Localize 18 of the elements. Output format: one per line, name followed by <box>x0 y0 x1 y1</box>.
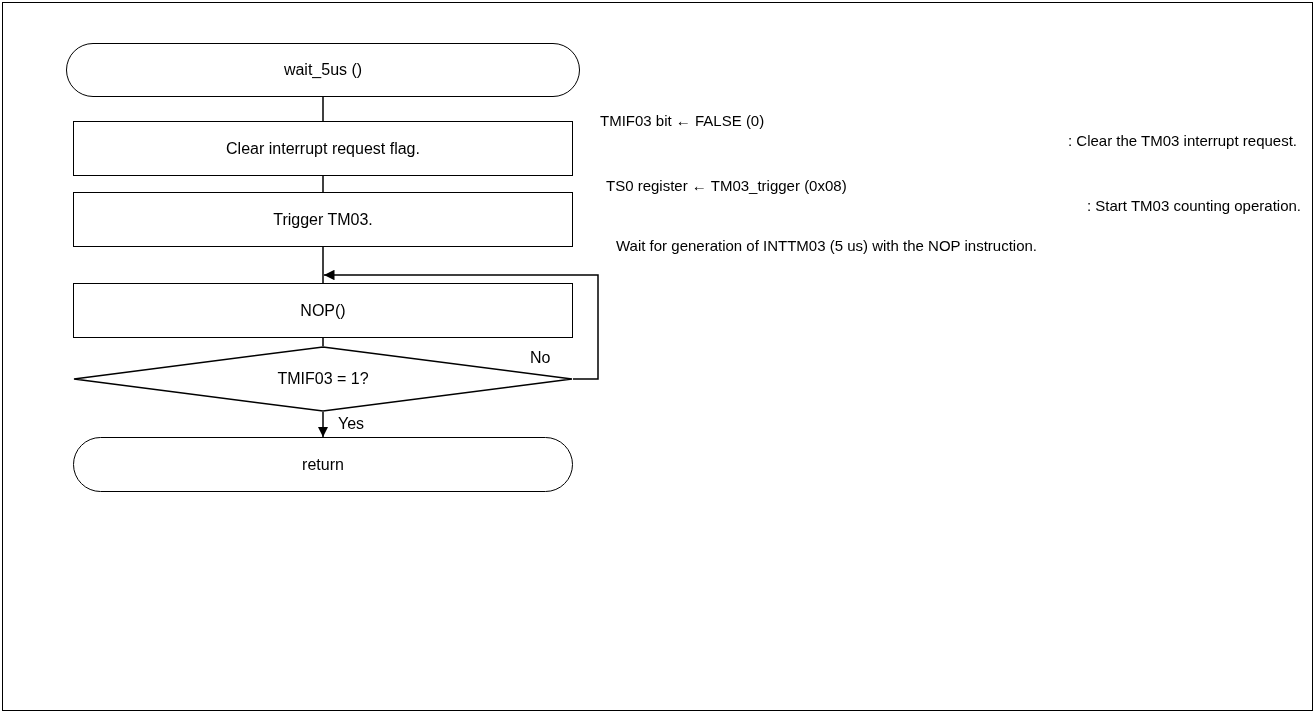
annotation-text: TS0 register ← TM03_trigger (0x08) <box>606 176 847 196</box>
annotation-text: TMIF03 bit ← FALSE (0) <box>600 111 765 131</box>
annotation-text: Wait for generation of INTTM03 (5 us) with the NOP instruction. <box>616 236 1037 256</box>
process-box <box>73 121 573 176</box>
node-text: NOP() <box>300 300 346 321</box>
node-text: Clear interrupt request flag. <box>226 138 420 159</box>
process-box <box>73 192 573 247</box>
connector-arrow <box>317 411 329 438</box>
node-text: return <box>302 454 344 475</box>
node-text: wait_5us () <box>283 60 363 80</box>
annotation-text: : Clear the TM03 interrupt request. <box>1068 131 1297 151</box>
terminal-shape <box>66 43 580 97</box>
connector-arrow <box>323 269 599 380</box>
node-text: TMIF03 = 1? <box>277 369 369 389</box>
decision-diamond <box>73 346 573 412</box>
node-text: Trigger TM03. <box>273 209 373 230</box>
annotation-text: : Start TM03 counting operation. <box>1087 196 1301 216</box>
process-box <box>73 283 573 338</box>
